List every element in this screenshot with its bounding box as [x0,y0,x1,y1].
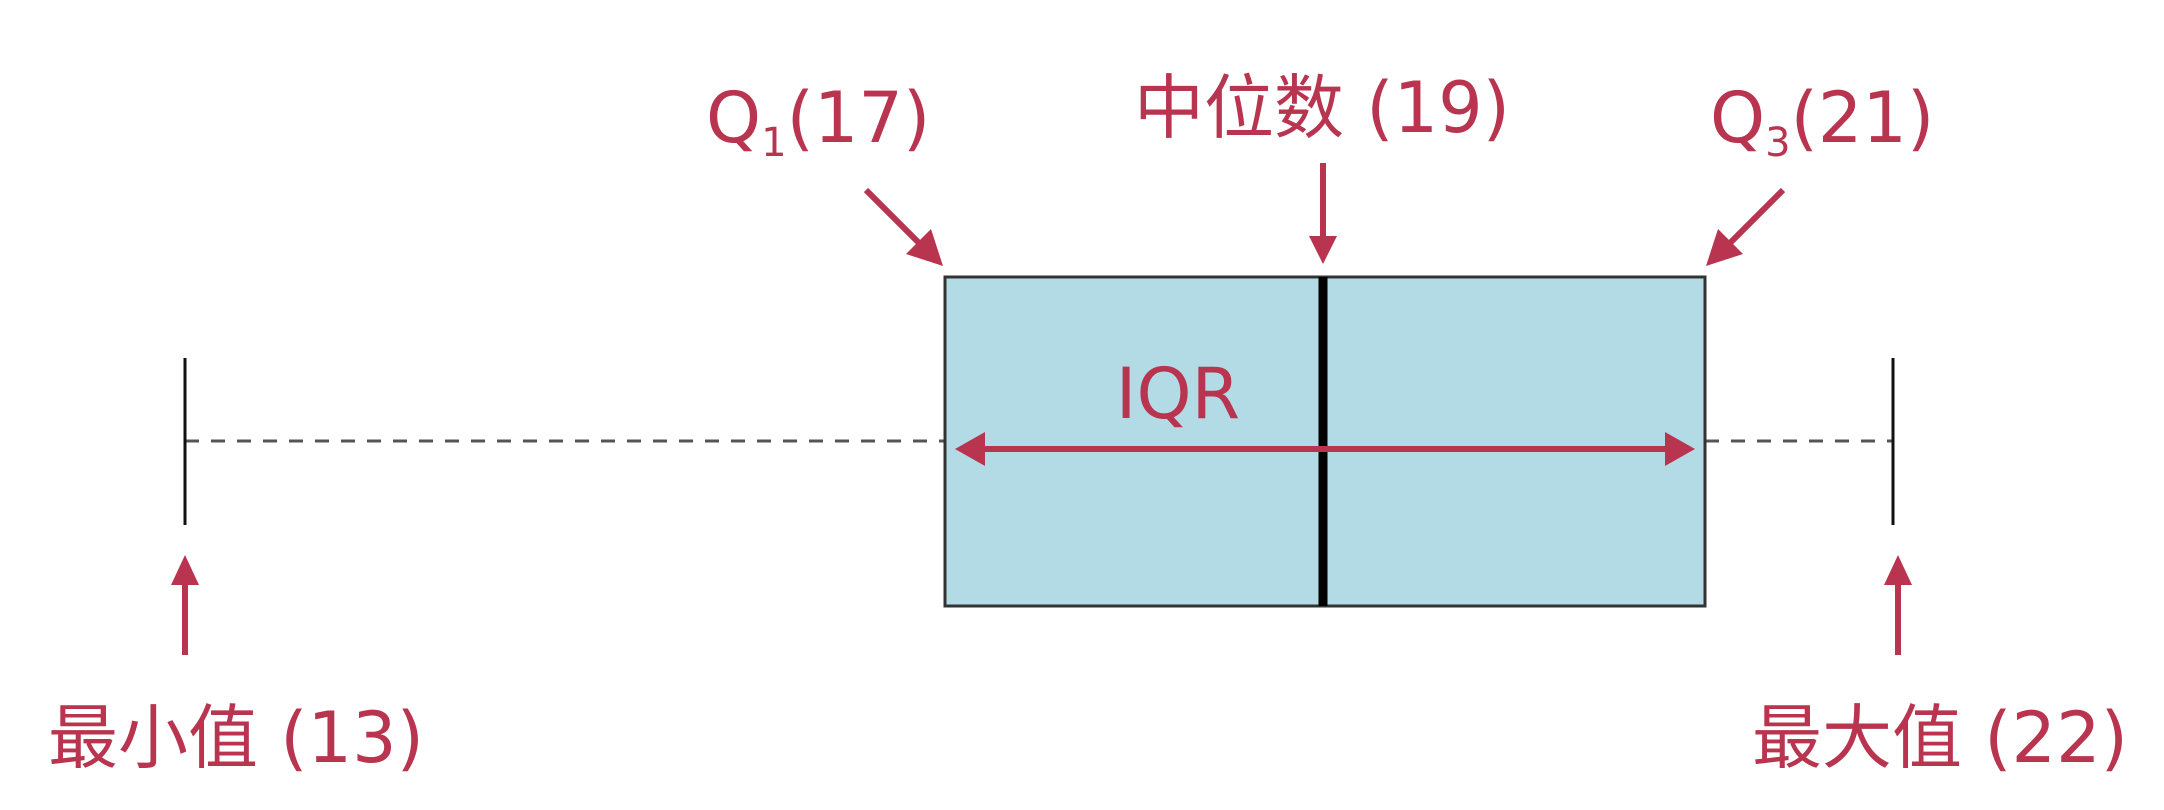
q1-arrow [863,187,943,266]
min-label: 最小值 (13) [48,697,424,779]
max-arrow [1884,555,1912,655]
iqr-arrow [955,432,1695,466]
q3-arrow [1706,187,1786,266]
max-label: 最大值 (22) [1752,697,2128,779]
median-arrow [1309,163,1337,264]
q3-label: Q3(21) [1710,77,1934,166]
median-label: 中位数 (19) [1134,67,1510,149]
iqr-label: IQR [1116,353,1240,435]
q1-label: Q1(17) [706,77,930,166]
min-arrow [171,555,199,655]
